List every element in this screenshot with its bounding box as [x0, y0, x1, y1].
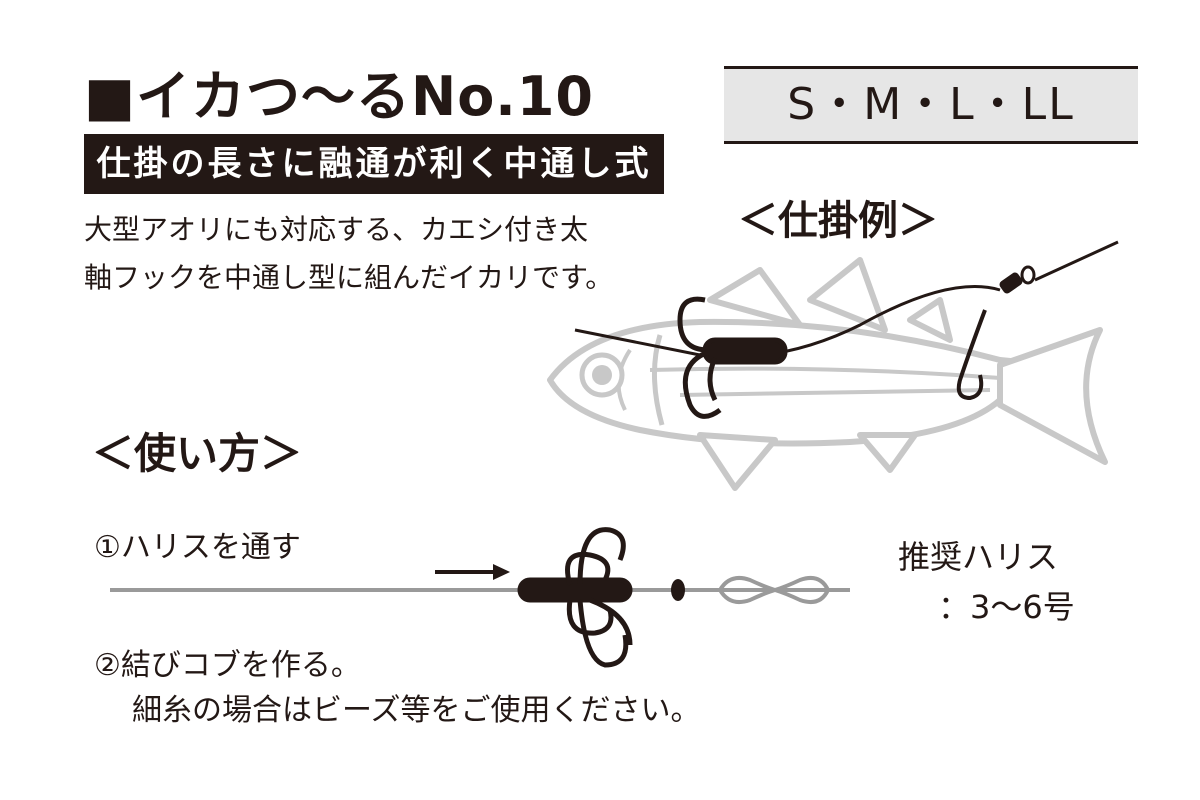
- recommended-leader-label: 推奨ハリス: [898, 538, 1059, 576]
- step-2-make-knot: ②結びコブを作る。: [94, 648, 361, 683]
- step-2-note: 細糸の場合はビーズ等をご使用ください。: [132, 693, 701, 728]
- description-line-1: 大型アオリにも対応する、カエシ付き太: [84, 213, 589, 246]
- figure-eight-knot-icon: [717, 576, 831, 604]
- arrow-right-icon: [435, 564, 510, 580]
- size-options-box: S・M・L・LL: [724, 66, 1138, 144]
- step-1-thread-line: ①ハリスを通す: [94, 530, 301, 565]
- swivel-icon: [999, 265, 1036, 294]
- usage-diagram: [110, 527, 850, 668]
- fish-illustration: [547, 240, 1119, 491]
- rig-example-heading: ＜仕掛例＞: [738, 198, 938, 244]
- usage-heading: ＜使い方＞: [92, 429, 303, 478]
- subtitle-banner: 仕掛の長さに融通が利く中通し式: [84, 134, 664, 194]
- page-title: ■イカつ～るNo.10: [84, 65, 594, 128]
- treble-hook-icon: [517, 527, 633, 668]
- description-line-2: 軸フックを中通し型に組んだイカリです。: [84, 261, 614, 294]
- product-description: 大型アオリにも対応する、カエシ付き太 軸フックを中通し型に組んだイカリです。: [84, 206, 613, 302]
- recommended-leader-value: ：3～6号: [938, 588, 1075, 626]
- treble-hook-icon: [677, 296, 788, 419]
